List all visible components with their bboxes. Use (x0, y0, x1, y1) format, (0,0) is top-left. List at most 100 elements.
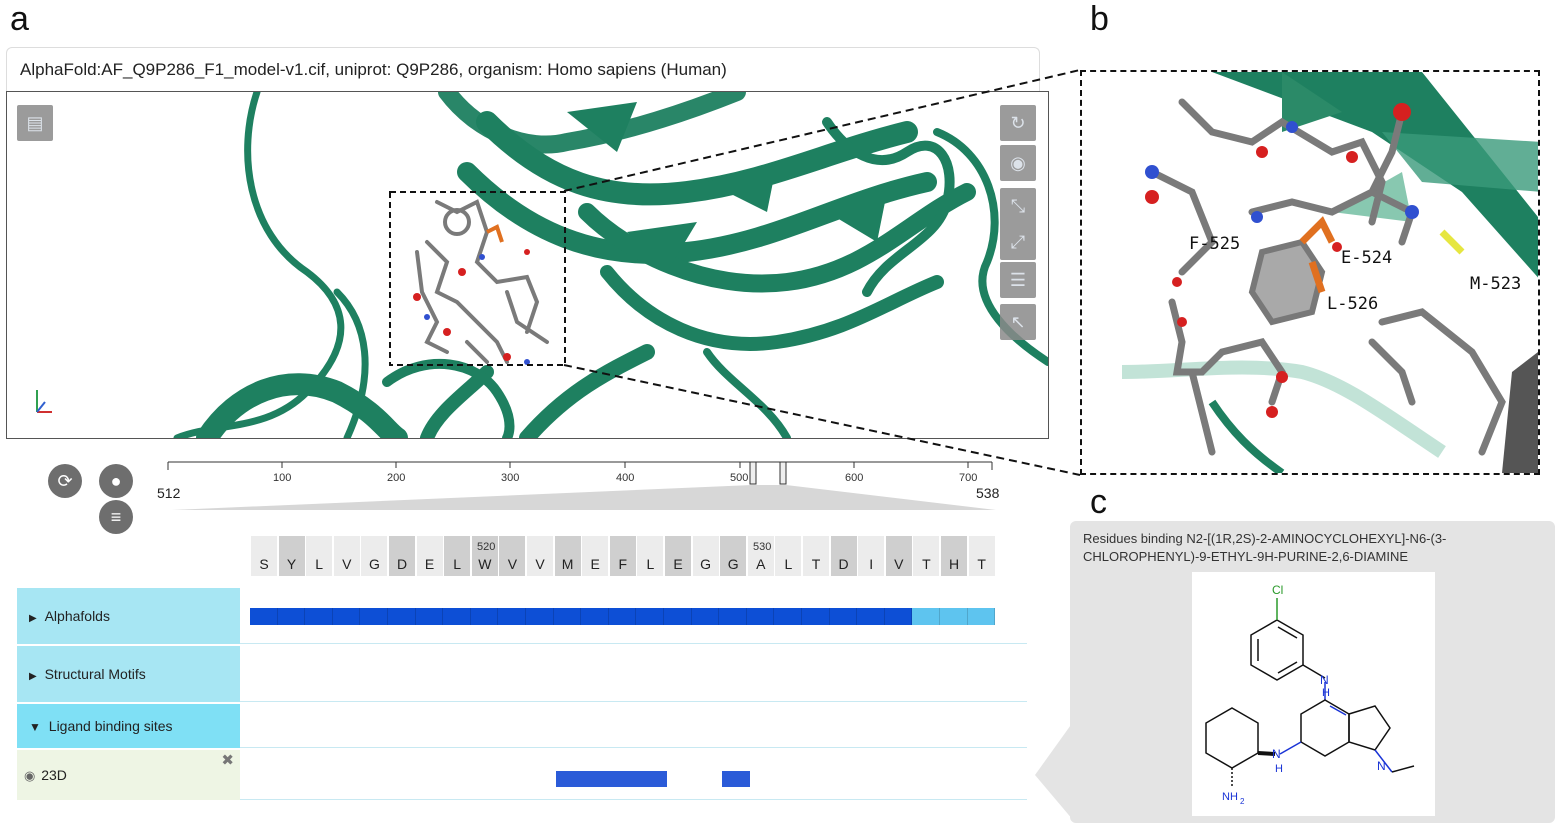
alphafold-segment (774, 608, 802, 625)
tick-200: 200 (387, 472, 406, 484)
sequence-residue[interactable]: G (361, 536, 388, 576)
panel-letter-b: b (1090, 0, 1109, 38)
tick-400: 400 (616, 472, 635, 484)
sequence-residue[interactable]: E (665, 536, 691, 576)
sequence-residue[interactable]: V (527, 536, 553, 576)
sequence-residue[interactable]: L (775, 536, 802, 576)
alphafold-segment (829, 608, 858, 625)
atom-n-link: N (1272, 747, 1281, 761)
toggle-panel-button[interactable]: ▤ (17, 105, 53, 141)
tick-600: 600 (845, 472, 864, 484)
tick-100: 100 (273, 472, 292, 484)
sequence-residue[interactable]: H (941, 536, 967, 576)
sequence-residue[interactable]: L (306, 536, 333, 576)
sequence-residue[interactable]: V (333, 536, 360, 576)
ligand-entry-row (240, 750, 1027, 800)
alphafold-bar[interactable] (250, 608, 1002, 625)
alphafold-segment (498, 608, 526, 625)
sequence-residue[interactable]: S (251, 536, 277, 576)
sequence-residue[interactable]: L (637, 536, 664, 576)
track-ligand-binding-row (240, 704, 1027, 748)
sequence-residue[interactable]: D (389, 536, 415, 576)
pointer-icon: ↖ (1010, 312, 1026, 332)
tick-300: 300 (501, 472, 520, 484)
alphafold-segment (636, 608, 664, 625)
sequence-residue[interactable]: A (747, 536, 774, 576)
sequence-residue[interactable]: D (830, 536, 857, 576)
ligand-site-bar-1[interactable] (556, 771, 667, 787)
alphafold-segment (388, 608, 416, 625)
atom-nh2-sub: 2 (1240, 797, 1245, 806)
atom-h-link: H (1275, 763, 1283, 775)
atom-cl: Cl (1272, 583, 1283, 597)
sequence-residue[interactable]: V (499, 536, 526, 576)
sliders-icon: ☰ (1009, 270, 1027, 290)
reset-icon: ⟳ (57, 471, 73, 491)
screenshot-button[interactable]: ◉ (1000, 145, 1036, 181)
sequence-residue[interactable]: G (720, 536, 747, 576)
alphafold-segment (691, 608, 720, 625)
refresh-view-button[interactable]: ↻ (1000, 105, 1036, 141)
track-alphafolds-label: Alphafolds (44, 608, 110, 624)
ligand-site-bar-2[interactable] (722, 771, 750, 787)
alphafold-segment (967, 608, 996, 625)
viewer-title: AlphaFold:AF_Q9P286_F1_model-v1.cif, uni… (20, 60, 727, 79)
menu-button[interactable]: ≡ (99, 500, 133, 534)
alphafold-segment (719, 608, 747, 625)
settings-button[interactable]: ☰ (1000, 262, 1036, 298)
sequence-residue[interactable]: W (471, 536, 498, 576)
location-button[interactable]: ● (99, 464, 133, 498)
sequence-residue[interactable]: E (582, 536, 609, 576)
alphafold-segment (857, 608, 885, 625)
ligand-info-panel: Residues binding N2-[(1R,2S)-2-AMINOCYCL… (1070, 521, 1555, 823)
ligand-entry-header[interactable]: ◉ 23D ✖ (17, 750, 240, 800)
alphafold-segment (526, 608, 554, 625)
range-handle-right (779, 461, 787, 485)
panel-letter-c: c (1090, 483, 1107, 521)
atom-h-amine: H (1322, 687, 1330, 699)
sequence-residue[interactable]: V (885, 536, 912, 576)
sequence-residue[interactable]: M (554, 536, 581, 576)
alphafold-segment (470, 608, 499, 625)
track-ligand-binding-header[interactable]: ▼ Ligand binding sites (17, 704, 240, 748)
refresh-icon: ↻ (1010, 113, 1026, 133)
sequence-residue[interactable]: T (913, 536, 940, 576)
track-structural-motifs-header[interactable]: ▶ Structural Motifs (17, 646, 240, 702)
label-m523: M-523 (1470, 274, 1522, 294)
sequence-residue[interactable]: G (692, 536, 719, 576)
alphafold-segment (912, 608, 940, 625)
sequence-residue[interactable]: L (444, 536, 471, 576)
position-530: 530 (753, 541, 772, 553)
alphafold-segment (664, 608, 692, 625)
atom-nh2: NH (1222, 791, 1238, 803)
range-start: 512 (157, 485, 181, 501)
sequence-residue[interactable]: F (609, 536, 636, 576)
alphafold-segment (746, 608, 775, 625)
alphafold-segment (415, 608, 444, 625)
alphafold-segment (443, 608, 471, 625)
radio-icon[interactable]: ◉ (24, 768, 36, 783)
alphafold-segment (305, 608, 333, 625)
sequence-residue[interactable]: E (416, 536, 443, 576)
label-f525: F-525 (1189, 234, 1241, 254)
caret-right-icon: ▶ (29, 671, 37, 682)
sequence-residue[interactable]: T (803, 536, 829, 576)
measure-button[interactable]: ⤡⤢ (1000, 188, 1036, 260)
zoom-inset: F-525 E-524 M-523 L-526 (1080, 70, 1540, 475)
selection-mode-button[interactable]: ↖ (1000, 304, 1036, 340)
label-l526: L-526 (1327, 294, 1379, 314)
caret-down-icon: ▼ (29, 720, 41, 734)
alphafold-segment (277, 608, 306, 625)
track-structural-motifs-label: Structural Motifs (44, 666, 146, 682)
reset-button[interactable]: ⟳ (48, 464, 82, 498)
alphafold-segment (884, 608, 913, 625)
sequence-residue[interactable]: T (968, 536, 995, 576)
measure-icon: ⤡⤢ (1010, 196, 1026, 252)
atom-n-amine: N (1320, 673, 1329, 687)
sequence-residue[interactable]: I (858, 536, 885, 576)
close-icon[interactable]: ✖ (221, 752, 234, 769)
range-handle-left (749, 461, 757, 485)
sequence-residue[interactable]: Y (278, 536, 305, 576)
structure-viewer[interactable]: ▤ ↻ ◉ ⤡⤢ ☰ ↖ (6, 91, 1049, 439)
track-alphafolds-header[interactable]: ▶ Alphafolds (17, 588, 240, 644)
